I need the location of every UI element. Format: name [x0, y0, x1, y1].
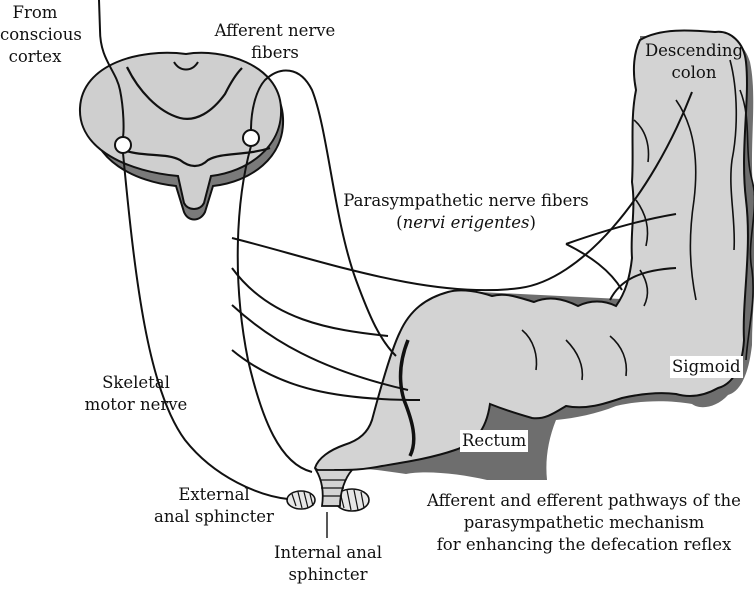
label-rectum: Rectum — [460, 430, 528, 452]
parasympathetic-branch — [566, 244, 622, 290]
label-internal-sphincter: Internal anal sphincter — [268, 542, 388, 586]
left-nucleus — [115, 137, 131, 153]
label-sigmoid: Sigmoid — [670, 356, 743, 378]
label-parasympathetic: Parasympathetic nerve fibers (nervi erig… — [330, 190, 602, 234]
efferent-nerve-fiber — [238, 146, 312, 472]
label-descending-colon: Descending colon — [638, 40, 750, 84]
label-external-sphincter: External anal sphincter — [144, 484, 284, 528]
colon-fill — [315, 30, 748, 472]
spinal-cord — [80, 53, 283, 220]
label-from-cortex: From conscious cortex — [0, 2, 70, 68]
sphincters — [287, 470, 369, 511]
caption: Afferent and efferent pathways of the pa… — [416, 490, 752, 556]
label-skeletal-motor-nerve: Skeletal motor nerve — [76, 372, 196, 416]
label-afferent-fibers: Afferent nerve fibers — [208, 20, 342, 64]
right-nucleus — [243, 130, 259, 146]
parasympathetic-fiber — [232, 305, 408, 390]
colon — [315, 30, 754, 480]
